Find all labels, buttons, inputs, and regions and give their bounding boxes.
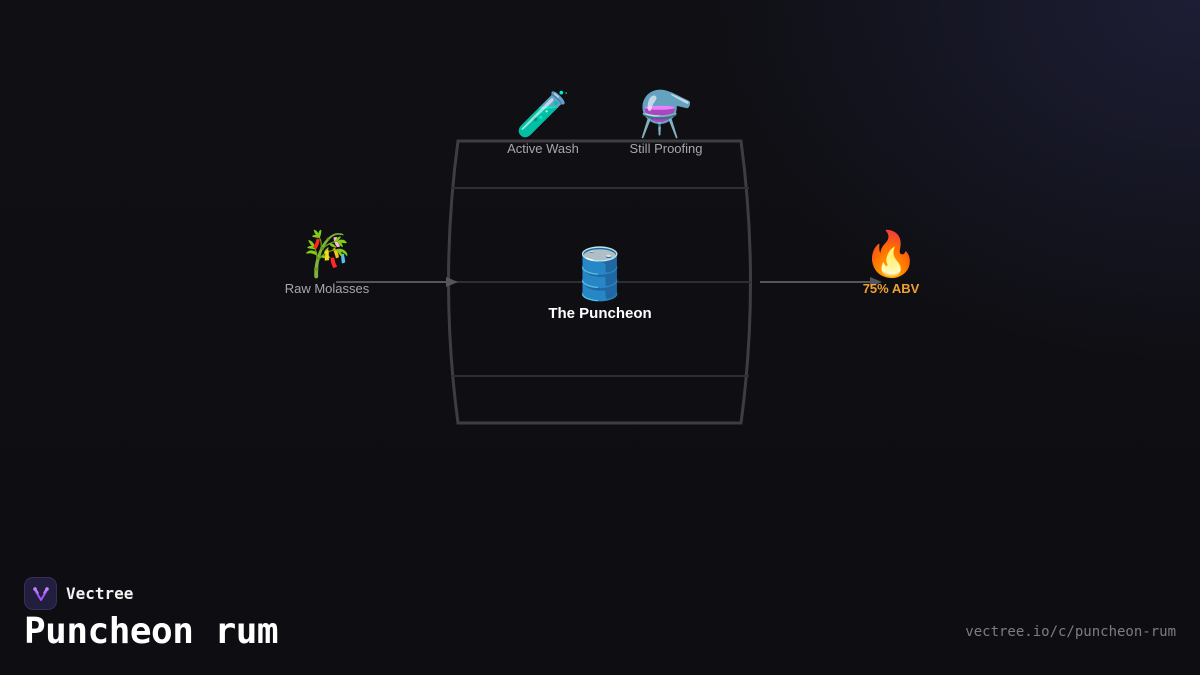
node-center-label: The Puncheon (548, 305, 652, 322)
brand-name: Vectree (66, 584, 134, 603)
bamboo-icon: 🎋 (299, 229, 355, 280)
node-center[interactable]: 🛢️ The Puncheon (548, 249, 651, 322)
node-output[interactable]: 🔥 75% ABV (862, 229, 920, 297)
page-title: Puncheon rum (24, 611, 279, 652)
vectree-logo-icon (24, 577, 57, 610)
test-tube-icon: 🧪 (515, 89, 571, 140)
tree-branch-icon (32, 586, 49, 601)
node-output-label: 75% ABV (862, 281, 920, 296)
alembic-icon: ⚗️ (638, 89, 694, 140)
page-url[interactable]: vectree.io/c/puncheon-rum (965, 624, 1176, 640)
node-still-label: Still Proofing (629, 141, 703, 156)
node-wash-label: Active Wash (507, 141, 579, 156)
fire-icon: 🔥 (863, 229, 919, 280)
node-input[interactable]: 🎋 Raw Molasses (284, 229, 370, 297)
brand[interactable]: Vectree (24, 577, 133, 610)
barrel-icon: 🛢️ (568, 245, 632, 303)
barrel-outline (447, 139, 752, 425)
node-still[interactable]: ⚗️ Still Proofing (629, 89, 703, 157)
node-input-label: Raw Molasses (284, 281, 370, 296)
node-wash[interactable]: 🧪 Active Wash (507, 89, 579, 157)
